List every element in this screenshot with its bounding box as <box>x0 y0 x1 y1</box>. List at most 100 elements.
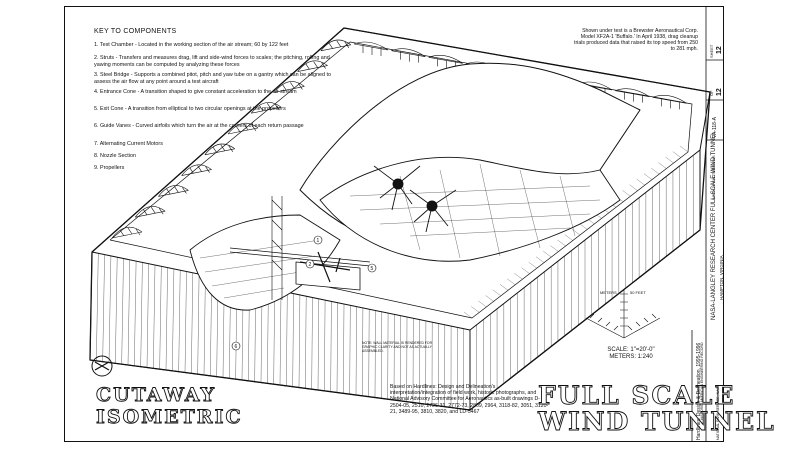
scale-text: SCALE: 1"=20'-0" METERS: 1:240 <box>596 347 666 361</box>
wall-rib <box>197 274 200 375</box>
roof-truss <box>111 226 143 239</box>
roof-truss <box>652 95 687 110</box>
walkway-hatch <box>679 145 689 153</box>
key-item: 8. Nozzle Section <box>94 153 136 159</box>
wall-rib <box>134 261 137 366</box>
wall-rib <box>203 275 206 376</box>
title-wind-tunnel: WIND TUNNEL <box>538 407 776 437</box>
wall-rib <box>324 300 326 391</box>
walkway-hatch <box>579 223 588 230</box>
walkway-hatch <box>492 289 501 296</box>
walkway-hatch <box>571 228 581 236</box>
wall-note: NOTE: WALL MATERIAL IS RENDERED FOR GRAP… <box>362 341 433 353</box>
key-item: 1. Test Chamber - Located in the working… <box>94 42 289 48</box>
callout-2: 2 <box>309 262 312 268</box>
walkway-hatch <box>557 239 566 247</box>
wall-rib <box>311 297 313 390</box>
key-title: KEY TO COMPONENTS <box>94 28 177 35</box>
roof-truss <box>181 164 212 176</box>
wall-rib <box>317 298 319 391</box>
roof-truss <box>615 88 650 103</box>
wall-rib <box>89 251 93 361</box>
sidebar-sheet-label: SHEET <box>709 44 714 58</box>
walkway-hatch <box>471 306 480 313</box>
exit-cone-lattice <box>349 163 601 259</box>
walkway-hatch <box>463 311 473 319</box>
walkway-hatch <box>658 162 667 169</box>
wall-rib <box>355 306 357 396</box>
roof-truss <box>274 81 305 93</box>
walkway-hatch <box>622 190 631 197</box>
nozzle-hatch <box>199 239 321 299</box>
sidebar-survey-no: VA-118-A <box>712 117 718 138</box>
wall-rib <box>115 257 118 364</box>
wall-rib <box>292 293 294 387</box>
walkway-hatch <box>478 300 487 308</box>
roof-truss <box>227 122 259 135</box>
roof-truss <box>158 185 189 197</box>
scale-meters-label: METERS <box>600 290 617 295</box>
title-block <box>691 6 724 442</box>
roof-cut-line <box>91 27 711 253</box>
wall-rib <box>330 301 332 392</box>
sidebar-total: 12 <box>716 88 723 96</box>
title-cutaway: CUTAWAY <box>96 384 217 407</box>
scale-feet-label: 50 FEET <box>630 290 646 295</box>
sidebar-recorder: HISTORIC AMERICAN ENGINEERING RECORD <box>700 342 704 420</box>
title-full-scale: FULL SCALE <box>538 381 736 411</box>
key-item: 2. Struts - Transfers and measures drag,… <box>94 55 330 68</box>
wall-rib <box>127 259 130 366</box>
wall-rib <box>279 290 282 386</box>
scale-feet: SCALE: 1"=20'-0" <box>607 347 655 353</box>
sidebar-location: HAMPTON, VIRGINIA <box>719 255 724 300</box>
sidebar-agency: NATIONAL PARK SERVICE, NASA <box>716 384 720 440</box>
wall-rib <box>140 262 143 367</box>
wall-rib <box>96 253 99 361</box>
callout-1: 1 <box>317 238 320 244</box>
walkway-hatch <box>507 278 516 285</box>
wall-rib <box>146 263 149 368</box>
wall-rib <box>286 292 288 386</box>
walkway-hatch <box>665 156 674 164</box>
steel-bridge <box>229 247 371 267</box>
walkway-hatch <box>514 273 523 280</box>
wall-rib <box>178 270 181 372</box>
roof-truss <box>204 143 235 156</box>
walkway-hatch <box>543 251 552 258</box>
walkway-hatch <box>535 256 545 263</box>
walkway-hatch <box>651 168 660 175</box>
wall-rib <box>153 264 156 369</box>
propeller-right <box>409 189 457 233</box>
key-item: 5. Exit Cone - A transition from ellipti… <box>94 106 286 112</box>
propeller-left <box>373 165 421 211</box>
roof-truss <box>320 39 351 52</box>
key-item: 7. Alternating Current Motors <box>94 141 163 147</box>
aircraft-note: Shown under test is a Brewster Aeronauti… <box>574 28 698 52</box>
entrance-cone <box>189 214 341 311</box>
wall-rib <box>121 258 124 365</box>
inner-wall-line <box>109 41 693 319</box>
roof-truss <box>353 41 389 56</box>
roof-truss <box>391 48 426 63</box>
north-arrow-icon <box>91 355 113 377</box>
tower-left <box>271 196 283 300</box>
title-isometric: ISOMETRIC <box>96 406 243 429</box>
wall-rib <box>362 307 364 396</box>
wall-rib <box>368 309 370 397</box>
scale-meters: METERS: 1:240 <box>609 354 653 360</box>
walkway-hatch <box>550 245 559 252</box>
key-item: 3. Steel Bridge - Supports a combined pi… <box>94 72 332 85</box>
wall-rib <box>336 302 338 393</box>
roof-truss <box>297 60 328 72</box>
sidebar-of-label: OF <box>709 90 714 96</box>
walkway-hatch <box>672 151 681 158</box>
key-item: 9. Propellers <box>94 165 125 171</box>
walkway-hatch <box>485 295 494 302</box>
wall-rib <box>374 310 376 398</box>
walkway-hatch <box>499 284 509 291</box>
walkway-hatch <box>521 267 530 274</box>
walkway-hatch <box>528 262 537 269</box>
wall-rib <box>343 303 345 394</box>
wall-rib <box>191 272 193 374</box>
